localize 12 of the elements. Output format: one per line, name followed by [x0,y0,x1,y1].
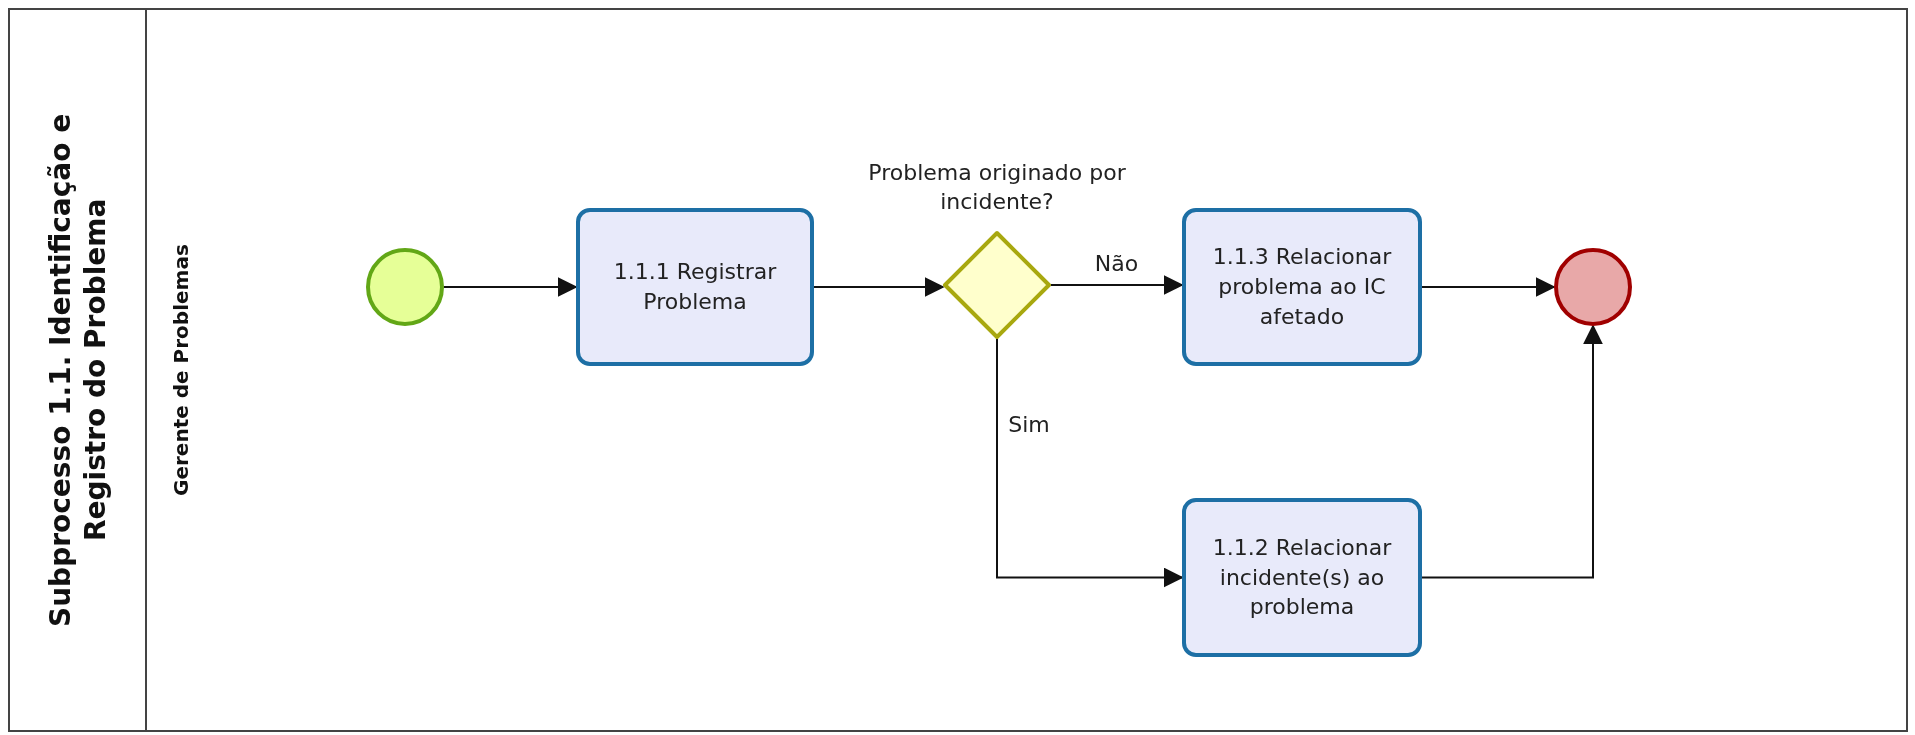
task-box: 1.1.3 Relacionar problema ao IC afetado [1182,208,1422,366]
gateway-question: Problema originado por incidente? [867,158,1127,217]
lane-label: Gerente de Problemas [169,243,194,498]
arrow [1050,275,1184,295]
arrow [996,338,1184,588]
arrow [1421,277,1556,297]
arrow [443,277,578,297]
arrow [813,277,945,297]
arrow [1421,324,1603,579]
task-box: 1.1.2 Relacionar incidente(s) ao problema [1182,498,1422,657]
task-box: 1.1.1 Registrar Problema [576,208,814,366]
pool-title: Subprocesso 1.1. Identificação e Registro do Problema [42,112,113,629]
